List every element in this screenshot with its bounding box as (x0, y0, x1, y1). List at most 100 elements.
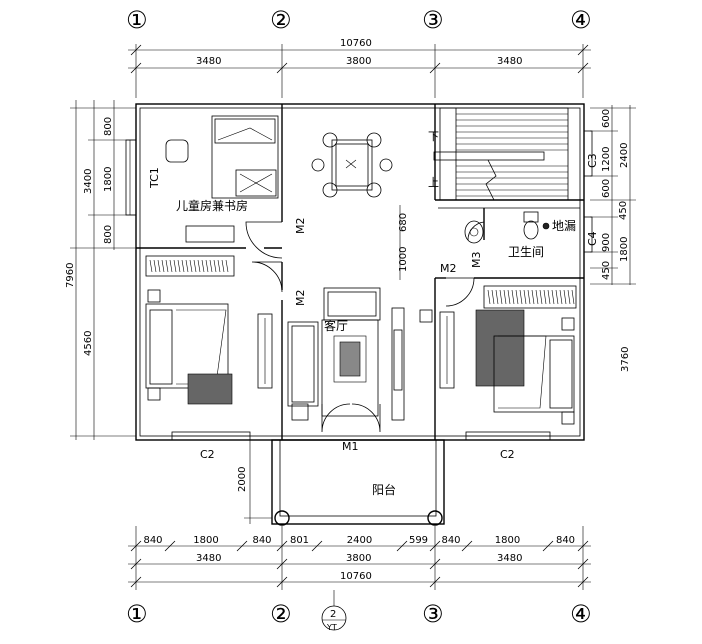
stairs: 下 上 (428, 107, 569, 201)
axis-1-top: ① (126, 6, 148, 34)
room-drain: 地漏 (552, 219, 576, 233)
closet-hanger (547, 289, 551, 305)
room-balcony: 阳台 (372, 482, 396, 497)
label-c2-right: C2 (500, 448, 515, 461)
dim-right-450a: 450 (618, 201, 629, 220)
closet-hanger (217, 259, 221, 273)
dim-tick (311, 540, 323, 552)
closet-hanger (209, 259, 213, 273)
closet-hanger (503, 289, 507, 305)
dim-tick (236, 540, 248, 552)
room-kids: 儿童房兼书房 (176, 198, 248, 213)
doors (245, 221, 485, 433)
dim-bottom-total: 10760 (340, 571, 372, 582)
right-bedroom (419, 285, 577, 425)
dim-top-seg2: 3800 (346, 56, 371, 67)
axis-4-bottom: ④ (570, 600, 592, 628)
closet-hanger (567, 289, 571, 305)
dim-tick (276, 558, 288, 570)
closet-hanger (153, 259, 157, 273)
closet-hanger (559, 289, 563, 305)
closet-hanger (197, 259, 201, 273)
closet-hanger (181, 259, 185, 273)
closet-hanger (157, 259, 161, 273)
closet-hanger (515, 289, 519, 305)
room-living: 客厅 (324, 318, 348, 333)
windows (125, 130, 593, 441)
dim-right-900: 900 (601, 233, 612, 252)
axis-bubbles-bottom: ① ② ③ ④ 2 YT (126, 590, 592, 632)
dim-bottom-3800: 3800 (346, 553, 371, 564)
closet-hanger (571, 289, 575, 305)
axis-1-bottom: ① (126, 600, 148, 628)
dim-inner-680: 680 (398, 213, 409, 232)
label-c3: C3 (586, 153, 599, 168)
label-c4: C4 (586, 231, 599, 246)
bathroom: 地漏 卫生间 (464, 211, 576, 259)
stair-up-label: 上 (428, 176, 439, 189)
closet-hanger (149, 259, 153, 273)
dim-bottom-seg: 599 (409, 535, 428, 546)
dim-tick (130, 540, 142, 552)
dim-left-7960: 7960 (65, 263, 76, 288)
living: 客厅 (287, 287, 405, 421)
dims-left: 800 1800 800 3400 4560 7960 (65, 100, 136, 440)
dim-left-3400: 3400 (83, 169, 94, 194)
closet-hanger (499, 289, 503, 305)
label-m2-top: M2 (294, 218, 307, 235)
dim-bottom-seg: 2400 (347, 535, 372, 546)
axis-4-top: ④ (570, 6, 592, 34)
closet-hanger (225, 259, 229, 273)
dim-bottom-3480a: 3480 (196, 553, 221, 564)
dims-top: 10760 3480 3800 3480 (128, 38, 591, 74)
dim-right-1800: 1800 (619, 237, 630, 262)
dim-left-800a: 800 (103, 117, 114, 136)
closet-hanger (535, 289, 539, 305)
closet-hanger (527, 289, 531, 305)
closet-hanger (189, 259, 193, 273)
stair-down-label: 下 (428, 130, 439, 143)
dim-left-1800: 1800 (103, 167, 114, 192)
left-bedroom (145, 255, 273, 405)
dim-tick (429, 540, 441, 552)
axis-bubbles-top: ① ② ③ ④ (126, 6, 592, 34)
dim-right-2400: 2400 (619, 143, 630, 168)
room-bath: 卫生间 (508, 245, 544, 259)
closet-hanger (487, 289, 491, 305)
dim-top-seg1: 3480 (196, 56, 221, 67)
dim-bottom-seg: 840 (252, 535, 271, 546)
closet-hanger (177, 259, 181, 273)
dim-bottom-seg: 1800 (193, 535, 218, 546)
dim-top-seg3: 3480 (497, 56, 522, 67)
dim-tick (542, 540, 554, 552)
label-m1: M1 (342, 440, 359, 453)
dim-bottom-seg: 801 (290, 535, 309, 546)
closet-hanger (201, 259, 205, 273)
axis-3-bottom: ③ (422, 600, 444, 628)
closet-hanger (563, 289, 567, 305)
dim-bottom-3480b: 3480 (497, 553, 522, 564)
dim-tick (577, 558, 589, 570)
closet-hanger (173, 259, 177, 273)
dim-tick (429, 576, 441, 588)
dim-tick (164, 540, 176, 552)
dim-right-450b: 450 (601, 261, 612, 280)
dining (311, 132, 393, 198)
closet-hanger (193, 259, 197, 273)
dims-inner: 680 1000 (398, 205, 409, 280)
dim-left-800b: 800 (103, 225, 114, 244)
dim-bottom-seg: 1800 (495, 535, 520, 546)
closet-hanger (523, 289, 527, 305)
closet-hanger (511, 289, 515, 305)
axis-2-bottom: ② (270, 600, 292, 628)
dim-bottom-seg: 840 (143, 535, 162, 546)
axis-2-top: ② (270, 6, 292, 34)
dim-balcony-2000: 2000 (237, 467, 248, 492)
balcony: 2000 阳台 (237, 439, 445, 526)
closet-hanger (495, 289, 499, 305)
axis-extra-sub: YT (326, 623, 337, 632)
label-m2-right: M2 (440, 262, 457, 275)
axis-3-top: ③ (422, 6, 444, 34)
